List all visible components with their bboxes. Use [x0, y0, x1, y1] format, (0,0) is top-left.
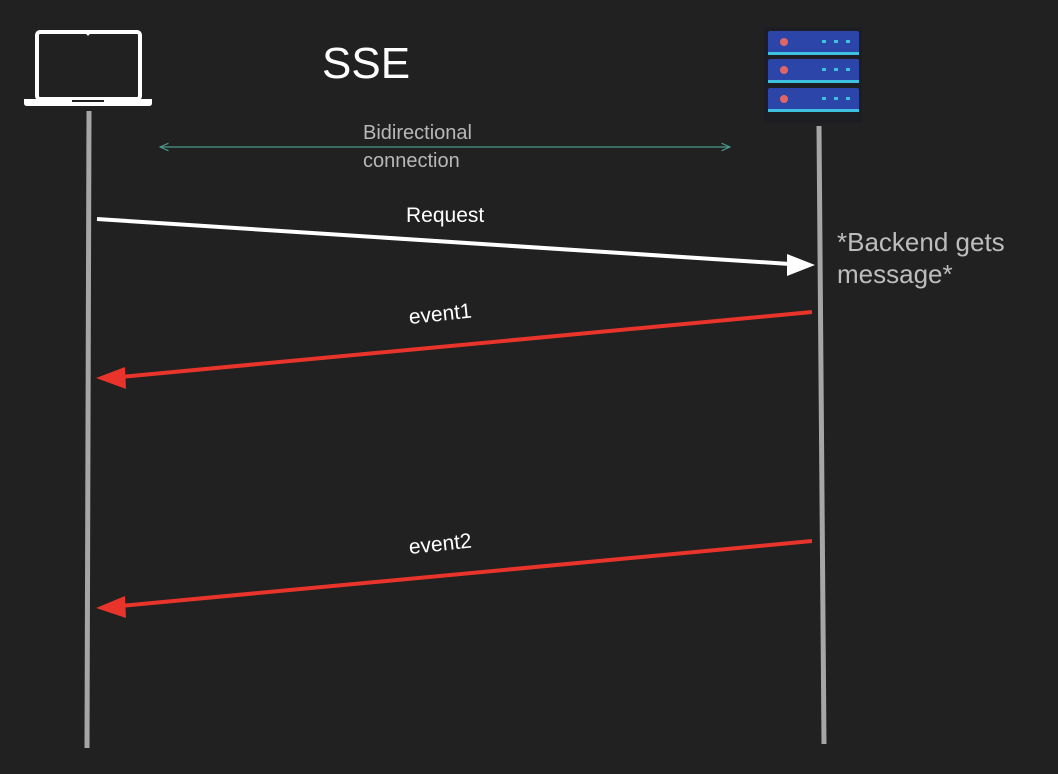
connection-label-line1: Bidirectional [363, 122, 472, 144]
connection-label-line2: connection [363, 150, 460, 172]
backend-note-line1: *Backend gets [837, 227, 1005, 257]
request-arrow [96, 217, 815, 276]
laptop-icon [24, 30, 152, 106]
server-unit [768, 59, 859, 83]
connection-label: Bidirectional connection [363, 119, 472, 175]
event1-arrow [96, 310, 813, 389]
server-unit [768, 88, 859, 112]
backend-note-line2: message* [837, 259, 953, 289]
server-unit [768, 31, 859, 55]
backend-note: *Backend gets message* [837, 226, 1005, 290]
server-rack-icon [764, 27, 862, 123]
request-label: Request [406, 204, 485, 227]
diagram-title: SSE [322, 39, 411, 88]
client-lifeline [84, 110, 92, 749]
event2-arrow [96, 539, 813, 618]
server-lifeline [816, 125, 827, 745]
